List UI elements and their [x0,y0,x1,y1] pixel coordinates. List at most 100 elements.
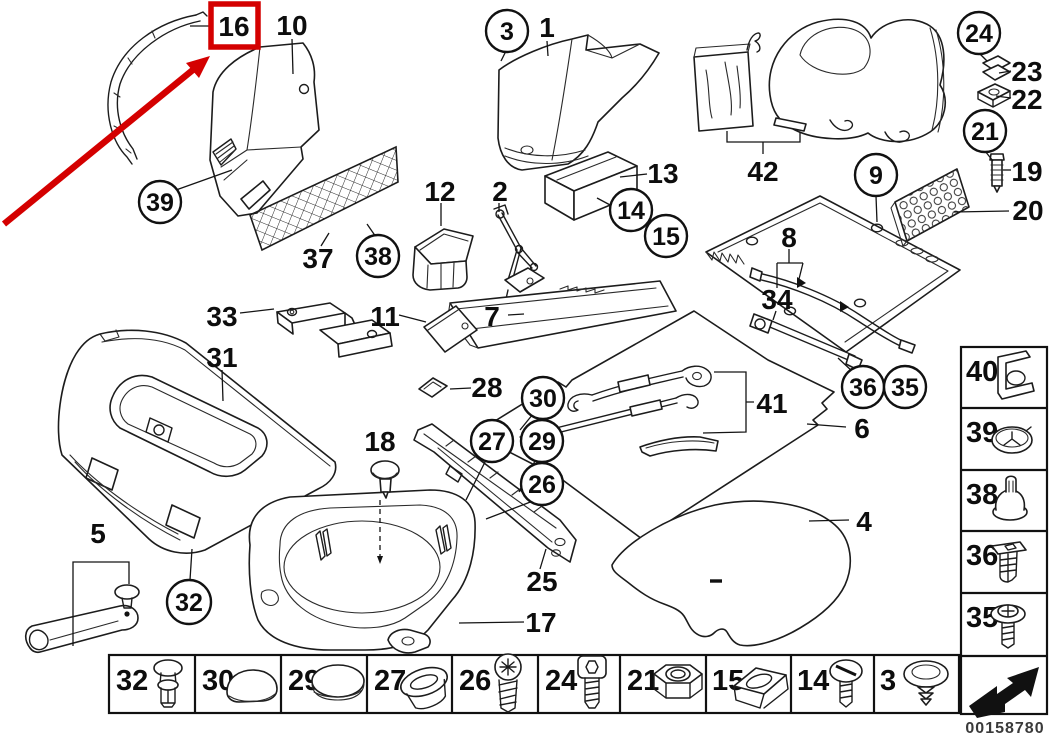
callout-35-circle[interactable]: 35 [882,364,928,410]
diagram-code: 00158780 [965,720,1044,737]
callout-15-circle[interactable]: 15 [643,213,689,259]
callout-41[interactable]: 41 [756,388,787,419]
callout-18[interactable]: 18 [364,426,395,457]
legend-cell-30[interactable]: 30 [202,665,278,703]
callout-12[interactable]: 12 [424,176,455,207]
side-cell-38-label: 38 [966,479,998,511]
callout-34[interactable]: 34 [761,284,793,315]
callout-23[interactable]: 23 [1011,56,1042,87]
callout-8[interactable]: 8 [781,222,797,253]
side-cell-36[interactable]: 36 [966,540,1027,583]
callout-30-circle[interactable]: 30 [520,375,566,421]
callout-11[interactable]: 11 [370,301,400,332]
legend-cell-21[interactable]: 21 [627,664,703,699]
callout-37[interactable]: 37 [302,243,333,274]
callout-3-circle[interactable]: 3 [484,8,530,54]
side-legend-table: 40 39 38 36 35 [959,345,1049,718]
part-12-storage-tray-drawing [412,228,474,291]
legend-cell-15[interactable]: 15 [712,665,789,709]
legend-cell-14[interactable]: 14 [797,659,863,708]
part-19-plug-drawing [989,153,1005,193]
phillips-screw-icon [494,653,522,713]
side-cell-40-label: 40 [966,356,998,388]
callout-22[interactable]: 22 [1011,84,1042,115]
expanding-clip-icon [903,660,949,706]
bottom-legend-table: 32 30 29 27 26 24 [107,653,961,715]
legend-cell-32-label: 32 [116,665,148,697]
callout-10[interactable]: 10 [276,10,307,41]
tripod-grommet-icon [991,426,1033,454]
callout-28[interactable]: 28 [471,372,502,403]
callout-2[interactable]: 2 [492,176,508,207]
callout-9-label: 9 [869,162,883,190]
legend-cell-32[interactable]: 32 [116,659,183,708]
callout-27-circle[interactable]: 27 [469,418,515,464]
callout-25[interactable]: 25 [526,566,557,597]
part-16-hotspot[interactable] [205,40,325,220]
side-cell-36-label: 36 [966,540,998,572]
part-23-plate-drawing [982,55,1011,81]
callout-3-label: 3 [500,18,514,46]
callout-4[interactable]: 4 [856,506,872,537]
callout-6[interactable]: 6 [854,413,870,444]
legend-cell-24[interactable]: 24 [545,655,607,709]
side-cell-35[interactable]: 35 [966,602,1026,649]
part-5-strap-drawing [24,584,140,654]
expansion-rivet-icon [991,541,1027,583]
callout-16-highlighted[interactable]: 16 [218,11,249,42]
callout-1[interactable]: 1 [539,12,555,43]
callout-32-label: 32 [175,589,203,617]
part-1-side-trim-drawing [497,34,660,171]
legend-cell-27[interactable]: 27 [374,662,455,714]
part-16-weatherstrip-drawing [107,11,208,165]
callout-14-circle[interactable]: 14 [608,187,654,233]
callout-27-label: 27 [478,428,506,456]
part-13-box-drawing [544,151,638,221]
leader-lines [72,25,1012,646]
callout-39-circle[interactable]: 39 [137,179,183,225]
part-22-clip-drawing [977,83,1011,108]
callout-31[interactable]: 31 [206,342,237,373]
washer-screw-icon [990,604,1026,649]
callout-33[interactable]: 33 [206,301,237,332]
callout-26-circle[interactable]: 26 [519,461,565,507]
callout-5[interactable]: 5 [90,518,106,549]
legend-cell-14-label: 14 [797,665,829,697]
part-42-cover-bag-drawing [693,18,946,143]
legend-cell-3[interactable]: 3 [880,660,949,706]
part-25-rear-sill-trim-drawing [413,423,577,563]
side-cell-40[interactable]: 40 [966,350,1035,400]
callout-24-circle[interactable]: 24 [956,10,1002,56]
callout-42[interactable]: 42 [747,156,778,187]
highlight-group: 16 [1,1,261,227]
callout-21-circle[interactable]: 21 [962,108,1008,154]
callout-38-circle[interactable]: 38 [355,233,401,279]
push-rivet-icon [153,659,183,708]
callout-9-circle[interactable]: 9 [853,152,899,198]
callout-15-label: 15 [652,223,680,251]
callout-35-label: 35 [891,374,919,402]
callout-39-label: 39 [146,189,174,217]
callout-7[interactable]: 7 [484,301,500,332]
legend-cell-29[interactable]: 29 [288,664,365,701]
callout-13[interactable]: 13 [647,158,678,189]
bent-arrow-icon [969,667,1039,718]
torx-screw-icon [577,655,607,709]
side-cell-39[interactable]: 39 [966,417,1033,454]
highlighted-callout-box [208,1,261,50]
legend-cell-27-label: 27 [374,665,406,697]
side-cell-38[interactable]: 38 [966,475,1028,521]
callout-17[interactable]: 17 [525,607,556,638]
callout-32-circle[interactable]: 32 [165,578,213,626]
part-31-lid-liner-drawing [57,329,337,554]
callout-20[interactable]: 20 [1012,195,1043,226]
callout-36-label: 36 [849,374,877,402]
callout-29-circle[interactable]: 29 [519,418,565,464]
legend-cell-26[interactable]: 26 [459,653,522,713]
part-18-plug-drawing [370,460,400,499]
callout-19[interactable]: 19 [1011,156,1042,187]
callout-36-circle[interactable]: 36 [840,364,886,410]
part-16-side-trim-panel-drawing [209,42,320,217]
side-cell-nav[interactable] [969,667,1039,718]
